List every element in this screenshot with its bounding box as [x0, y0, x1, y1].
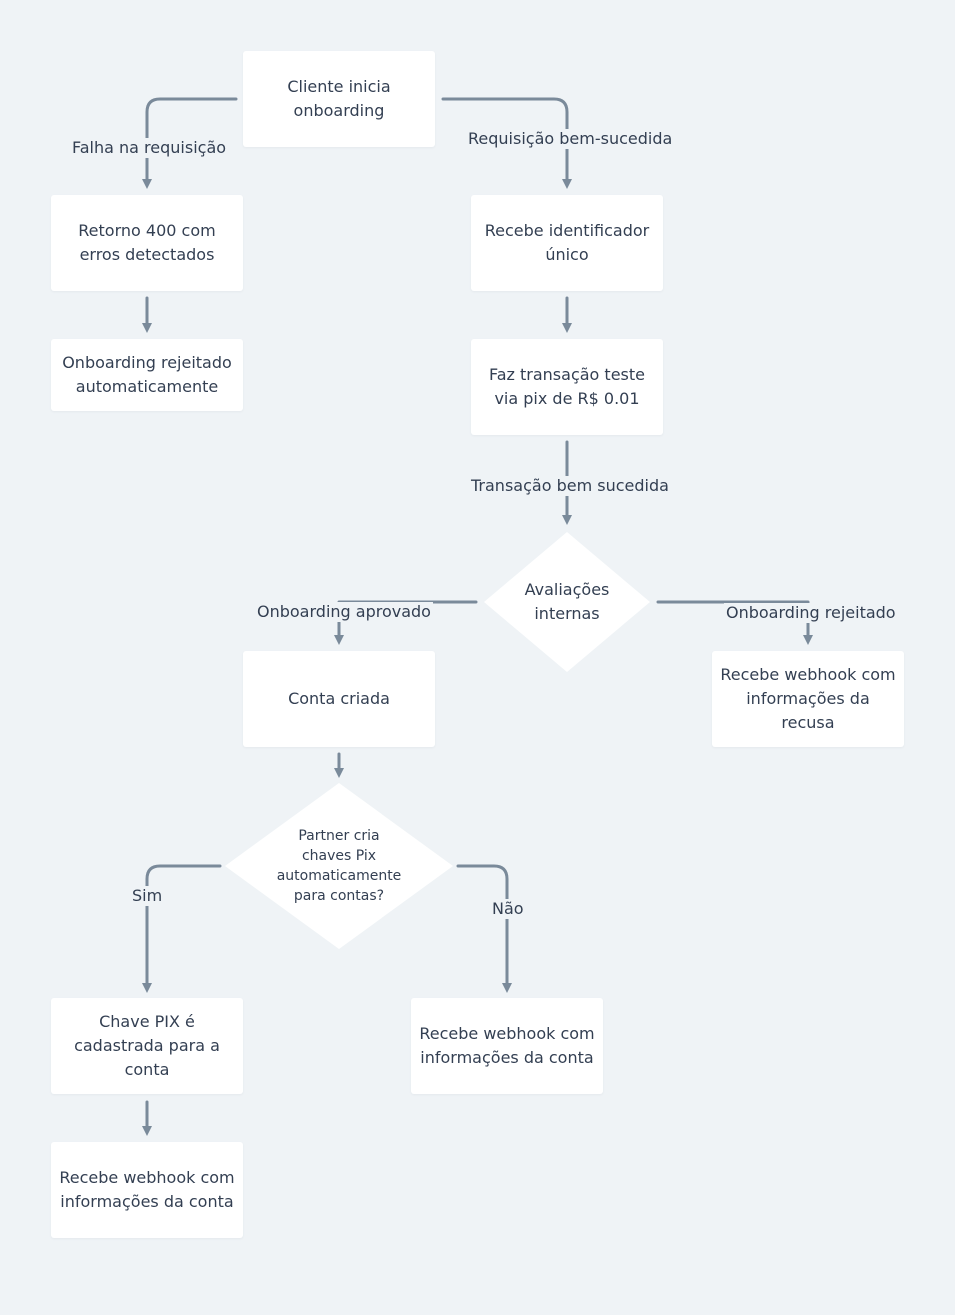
- node-retorno-400: Retorno 400 com erros detectados: [51, 195, 243, 291]
- edge-start-to-retorno: [142, 97, 238, 189]
- edge-label-falha: Falha na requisição: [70, 138, 229, 158]
- node-transacao-teste: Faz transação teste via pix de R$ 0.01: [471, 339, 663, 435]
- edge-label-rejeitado: Onboarding rejeitado: [724, 603, 898, 623]
- node-webhook-recusa: Recebe webhook com informações da recusa: [712, 651, 904, 747]
- edge-label-sucesso: Requisição bem-sucedida: [466, 129, 675, 149]
- edge-label-nao: Não: [490, 899, 526, 919]
- edge-label-sim: Sim: [130, 886, 165, 906]
- node-webhook-conta-sim: Recebe webhook com informações da conta: [51, 1142, 243, 1238]
- node-webhook-conta-nao: Recebe webhook com informações da conta: [411, 998, 603, 1094]
- decision-partner-chaves-pix: Partner cria chaves Pix automaticamente …: [276, 828, 402, 904]
- edge-partner-to-chave: [142, 864, 222, 993]
- decision-avaliacoes-internas: Avaliações internas: [524, 580, 610, 623]
- node-recebe-identificador: Recebe identificador único: [471, 195, 663, 291]
- node-chave-pix-cadastrada: Chave PIX é cadastrada para a conta: [51, 998, 243, 1094]
- node-onboarding-rejeitado-auto: Onboarding rejeitado automaticamente: [51, 339, 243, 411]
- edge-label-aprovado: Onboarding aprovado: [255, 602, 433, 622]
- edge-partner-to-webhook-conta: [456, 864, 512, 993]
- decision-diamond-avaliacoes: [484, 532, 650, 672]
- node-conta-criada: Conta criada: [243, 651, 435, 747]
- edge-avaliacoes-to-recusa: [656, 600, 813, 645]
- edge-start-to-identificador: [441, 97, 572, 189]
- decision-diamond-partner: [225, 783, 453, 949]
- edge-label-transacao-ok: Transação bem sucedida: [469, 476, 671, 496]
- node-cliente-inicia-onboarding: Cliente inicia onboarding: [243, 51, 435, 147]
